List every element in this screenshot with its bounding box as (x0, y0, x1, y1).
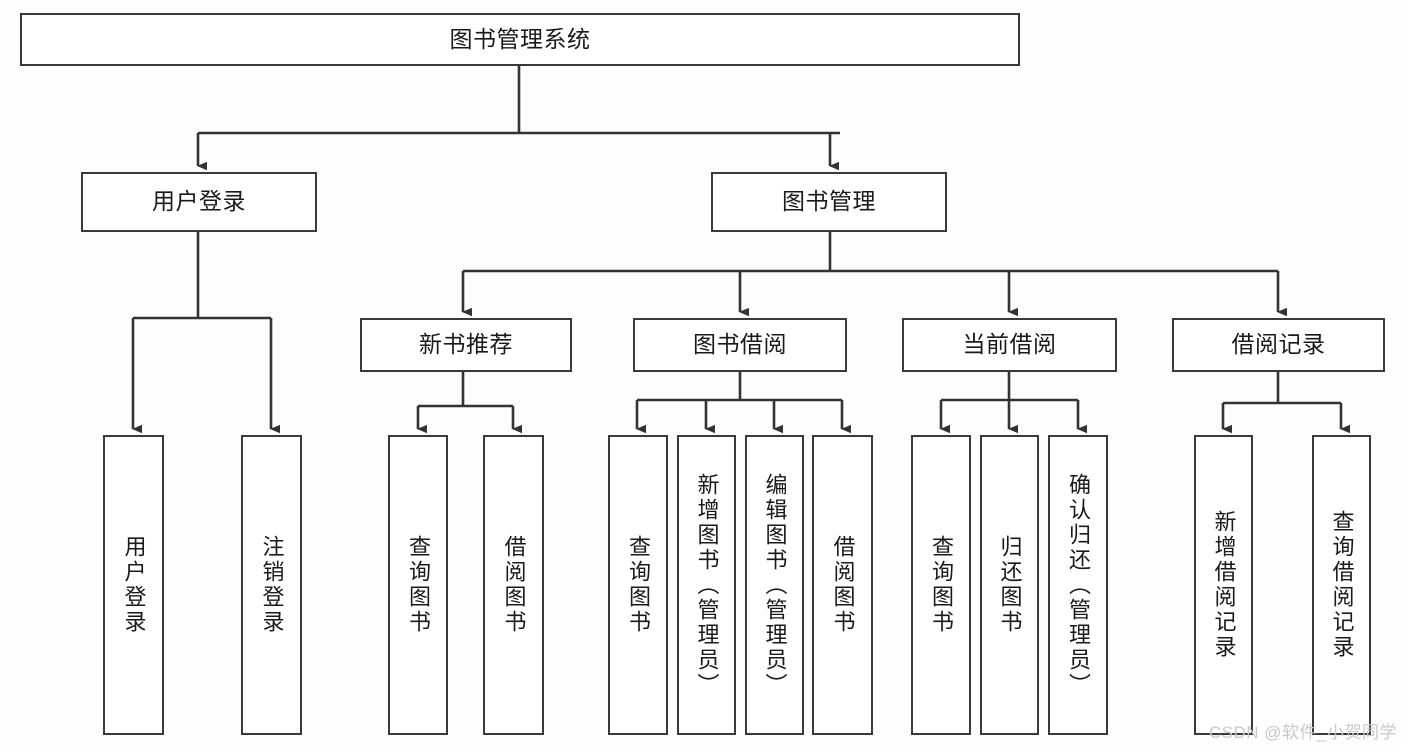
node-leaf-add-record[interactable]: 新增借阅记录 (1194, 435, 1253, 735)
node-book-borrow-label: 图书借阅 (693, 331, 787, 358)
node-leaf-confirm-return[interactable]: 确认归还（管理员） (1048, 435, 1108, 735)
node-leaf-return-book-label: 归还图书 (997, 535, 1023, 635)
node-leaf-add-book[interactable]: 新增图书（管理员） (677, 435, 736, 735)
node-new-book-rec[interactable]: 新书推荐 (360, 318, 572, 372)
node-user-login-label: 用户登录 (152, 188, 246, 215)
node-leaf-edit-book[interactable]: 编辑图书（管理员） (745, 435, 804, 735)
node-root[interactable]: 图书管理系统 (20, 13, 1020, 66)
node-leaf-borrow-book-2[interactable]: 借阅图书 (812, 435, 873, 735)
node-leaf-query-book-1[interactable]: 查询图书 (388, 435, 448, 735)
node-book-manage[interactable]: 图书管理 (711, 172, 947, 232)
node-leaf-user-login[interactable]: 用户登录 (103, 435, 164, 735)
node-leaf-query-book-3-label: 查询图书 (928, 535, 954, 635)
node-book-manage-label: 图书管理 (782, 188, 876, 215)
node-leaf-edit-book-label: 编辑图书（管理员） (762, 472, 788, 698)
watermark: CSDN @软件_小贺同学 (1208, 723, 1397, 742)
node-new-book-rec-label: 新书推荐 (419, 331, 513, 358)
node-leaf-logout[interactable]: 注销登录 (241, 435, 302, 735)
node-leaf-borrow-book-1[interactable]: 借阅图书 (483, 435, 544, 735)
node-borrow-record-label: 借阅记录 (1231, 331, 1326, 358)
node-leaf-query-book-3[interactable]: 查询图书 (911, 435, 971, 735)
node-leaf-return-book[interactable]: 归还图书 (980, 435, 1039, 735)
node-current-borrow[interactable]: 当前借阅 (902, 318, 1117, 372)
node-current-borrow-label: 当前借阅 (962, 331, 1057, 358)
node-root-label: 图书管理系统 (449, 25, 591, 52)
node-leaf-query-record[interactable]: 查询借阅记录 (1312, 435, 1371, 735)
node-leaf-query-book-2[interactable]: 查询图书 (608, 435, 668, 735)
node-leaf-confirm-return-label: 确认归还（管理员） (1065, 472, 1091, 698)
node-leaf-borrow-book-2-label: 借阅图书 (830, 535, 856, 635)
node-leaf-add-book-label: 新增图书（管理员） (694, 472, 720, 698)
node-book-borrow[interactable]: 图书借阅 (633, 318, 847, 372)
node-leaf-query-record-label: 查询借阅记录 (1329, 510, 1355, 660)
node-leaf-query-book-1-label: 查询图书 (405, 535, 431, 635)
node-leaf-logout-label: 注销登录 (259, 535, 285, 635)
node-leaf-borrow-book-1-label: 借阅图书 (501, 535, 527, 635)
node-leaf-add-record-label: 新增借阅记录 (1211, 510, 1237, 660)
node-leaf-query-book-2-label: 查询图书 (625, 535, 651, 635)
node-leaf-user-login-label: 用户登录 (121, 535, 147, 635)
node-user-login[interactable]: 用户登录 (81, 172, 317, 232)
node-borrow-record[interactable]: 借阅记录 (1172, 318, 1385, 372)
